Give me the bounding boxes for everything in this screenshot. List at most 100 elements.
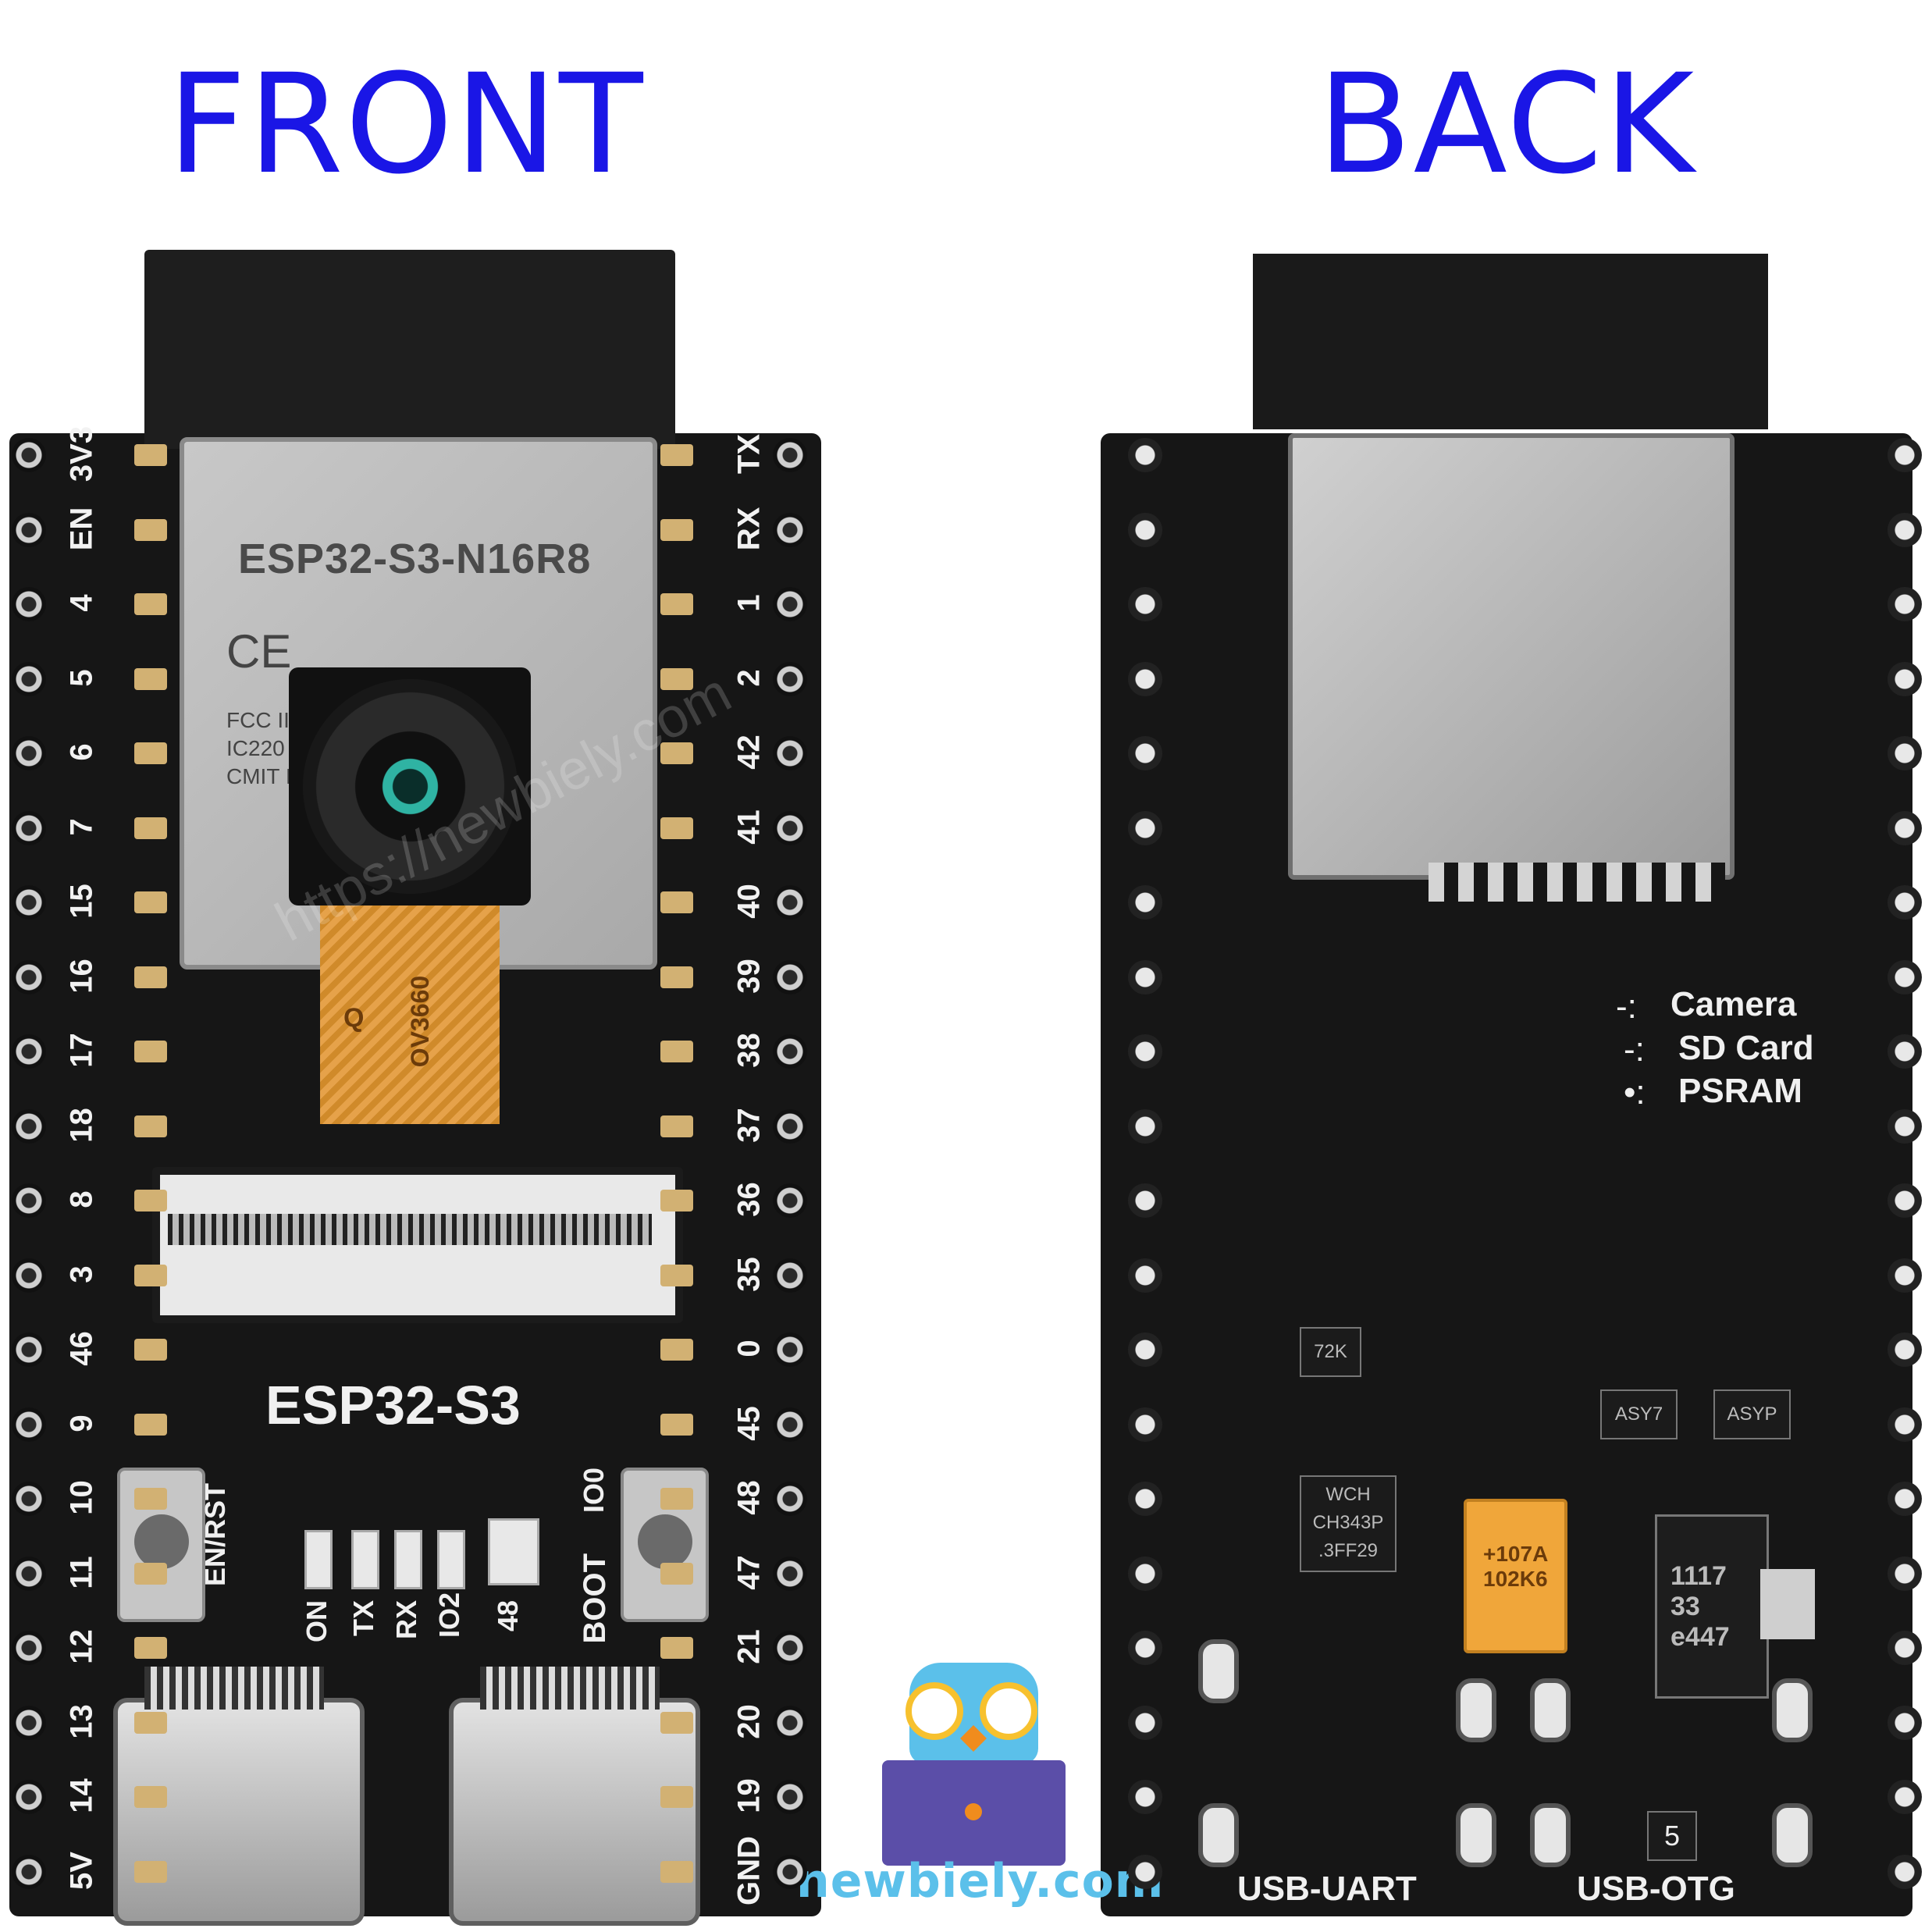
back-header-pin	[1128, 810, 1162, 845]
right-pin-label: 41	[731, 809, 767, 845]
back-header-pin	[1888, 1780, 1922, 1814]
header-pin-hole	[12, 810, 46, 845]
module-pad	[660, 1413, 693, 1436]
mount-pad	[1456, 1803, 1496, 1867]
back-header-pin	[1888, 959, 1922, 994]
connector-contacts	[168, 1214, 652, 1245]
module-pad	[134, 518, 167, 541]
header-pin-hole	[773, 1631, 807, 1665]
back-header-pin	[1128, 1780, 1162, 1814]
module-pad	[134, 1190, 167, 1212]
module-pad	[134, 891, 167, 913]
cert-line: FCC II	[226, 708, 290, 732]
reset-button-cap[interactable]	[134, 1514, 189, 1569]
back-header-pin	[1128, 438, 1162, 472]
left-pin-label: 7	[64, 817, 99, 836]
header-pin-hole	[773, 438, 807, 472]
cert-line: CMIT I	[226, 764, 292, 788]
pad-number: 5	[1647, 1811, 1697, 1861]
header-pin-hole	[12, 1556, 46, 1591]
module-pad	[660, 1711, 693, 1734]
back-header-pin	[1888, 810, 1922, 845]
legend-psram: PSRAM	[1678, 1072, 1802, 1110]
header-pin-hole	[773, 1034, 807, 1069]
header-pin-hole	[12, 885, 46, 920]
back-header-pin	[1888, 438, 1922, 472]
module-pad	[660, 1562, 693, 1585]
header-pin-hole	[773, 1258, 807, 1293]
cert-line: IC220	[226, 736, 285, 760]
back-header-pin	[1128, 661, 1162, 696]
back-header-pin	[1128, 512, 1162, 547]
module-pad	[660, 1190, 693, 1212]
back-header-pin	[1888, 1556, 1922, 1591]
module-pad	[134, 1339, 167, 1361]
module-pad	[134, 1711, 167, 1734]
module-pad	[660, 1264, 693, 1286]
laptop-logo-dot	[965, 1803, 982, 1820]
back-header-pin	[1888, 512, 1922, 547]
usb-c-port-right[interactable]	[449, 1698, 700, 1926]
right-pin-label: 2	[731, 668, 767, 687]
header-pin-hole	[773, 1705, 807, 1740]
left-pin-label: 14	[64, 1778, 99, 1813]
header-pin-hole	[773, 810, 807, 845]
module-pad	[660, 1339, 693, 1361]
header-pin-hole	[773, 1556, 807, 1591]
back-header-pin	[1888, 1108, 1922, 1144]
back-header-pin	[1888, 1332, 1922, 1367]
owl-eye-left	[906, 1682, 963, 1740]
module-pad	[660, 742, 693, 764]
front-heading: FRONT	[167, 44, 645, 205]
back-header-pin	[1128, 1034, 1162, 1069]
ce-mark: CE	[226, 625, 292, 678]
left-pin-label: EN	[64, 507, 99, 550]
small-chip: 72K	[1300, 1327, 1361, 1377]
antenna-area	[144, 250, 675, 449]
back-header-pin	[1888, 1705, 1922, 1740]
left-pin-label: 8	[64, 1190, 99, 1208]
module-pad	[134, 966, 167, 988]
back-header-pin	[1128, 1108, 1162, 1144]
module-pad	[134, 1041, 167, 1062]
header-pin-hole	[12, 1258, 46, 1293]
right-pin-label: 47	[731, 1554, 767, 1590]
module-pad	[134, 1860, 167, 1883]
legend-marker: -:	[1616, 987, 1637, 1026]
back-header-pin	[1128, 885, 1162, 920]
usb-c-port-left[interactable]	[113, 1698, 365, 1926]
led-label: 48	[492, 1600, 524, 1632]
module-pad	[660, 593, 693, 615]
module-pad	[134, 667, 167, 690]
header-pin-hole	[773, 1482, 807, 1516]
left-pin-label: 5	[64, 668, 99, 687]
header-pin-hole	[773, 736, 807, 770]
back-header-pin	[1128, 1705, 1162, 1740]
left-pin-label: 17	[64, 1033, 99, 1068]
back-heading: BACK	[1317, 44, 1696, 205]
module-pad	[660, 1860, 693, 1883]
left-pin-label: 4	[64, 594, 99, 612]
back-header-pin	[1128, 1258, 1162, 1293]
port-label-uart: USB-UART	[1237, 1870, 1417, 1908]
right-pin-label: 21	[731, 1629, 767, 1664]
right-pin-label: 45	[731, 1405, 767, 1441]
usb-uart-chip: WCH CH343P .3FF29	[1300, 1475, 1397, 1572]
right-pin-label: 35	[731, 1256, 767, 1292]
right-pin-label: 48	[731, 1480, 767, 1515]
back-header-pin	[1128, 736, 1162, 770]
header-pin-hole	[773, 885, 807, 920]
back-header-pin	[1888, 736, 1922, 770]
header-pin-hole	[773, 1108, 807, 1144]
led-rx	[394, 1530, 422, 1589]
back-header-pin	[1888, 661, 1922, 696]
module-pad	[660, 1041, 693, 1062]
sd-card-slot[interactable]	[1288, 433, 1735, 880]
module-pad	[660, 817, 693, 839]
boot-button-cap[interactable]	[638, 1514, 692, 1569]
right-pin-label: 1	[731, 594, 767, 612]
back-header-pin	[1128, 959, 1162, 994]
camera-flex-cable	[320, 906, 500, 1124]
module-pad	[660, 667, 693, 690]
header-pin-hole	[12, 587, 46, 621]
